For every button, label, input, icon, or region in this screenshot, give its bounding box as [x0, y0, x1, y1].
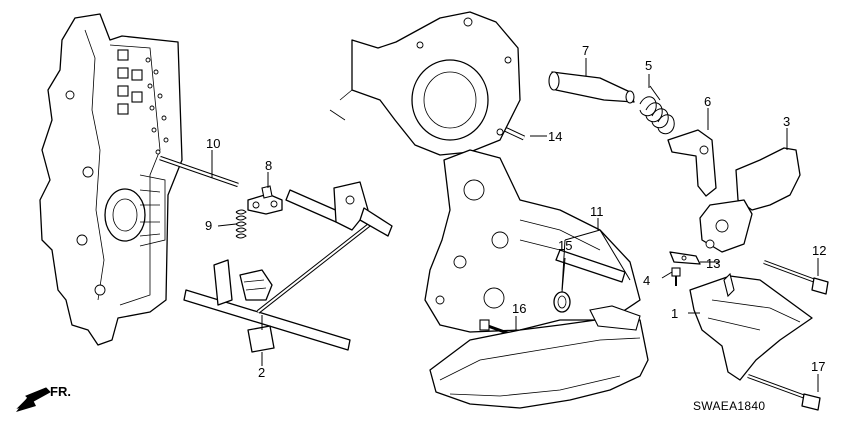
callout-labels: 10 8 9 2 7 5 6 3 14 11 15 12 13 4 1 16 1…	[205, 43, 826, 380]
callout-9: 9	[205, 218, 212, 233]
part-4-bolt	[671, 267, 681, 286]
arrow-down-left-icon	[16, 387, 51, 412]
part-12-bolt	[763, 260, 829, 295]
part-5-spring	[639, 85, 675, 135]
callout-10: 10	[206, 136, 220, 151]
part-17-bolt	[747, 374, 821, 411]
part-6-lever	[667, 129, 717, 197]
callout-2: 2	[258, 365, 265, 380]
part-1-plate	[689, 272, 813, 381]
callout-3: 3	[783, 114, 790, 129]
callout-7: 7	[582, 43, 589, 58]
callout-16: 16	[512, 301, 526, 316]
front-direction-label: FR.	[50, 384, 71, 399]
strainer-pan	[429, 305, 649, 409]
callout-17: 17	[811, 359, 825, 374]
callout-12: 12	[812, 243, 826, 258]
callout-1: 1	[671, 306, 678, 321]
callout-4: 4	[643, 273, 650, 288]
lower-case	[424, 149, 641, 333]
callout-15: 15	[558, 238, 572, 253]
callout-8: 8	[265, 158, 272, 173]
part-13-stopper	[669, 251, 701, 265]
callout-11: 11	[590, 204, 604, 219]
callout-14: 14	[548, 129, 562, 144]
part-7-shaft	[548, 71, 635, 104]
part-9-spring	[235, 209, 247, 239]
upper-case	[329, 11, 521, 156]
diagram-code: SWAEA1840	[693, 399, 765, 413]
callout-6: 6	[704, 94, 711, 109]
part-3-shift-fork	[699, 147, 801, 253]
part-10-rod	[159, 155, 239, 188]
leader-lines	[211, 58, 819, 392]
shift-shaft-assembly	[183, 181, 393, 353]
part-8-clip	[247, 185, 283, 215]
left-transmission-case	[39, 13, 183, 346]
callout-13: 13	[706, 256, 720, 271]
callout-5: 5	[645, 58, 652, 73]
